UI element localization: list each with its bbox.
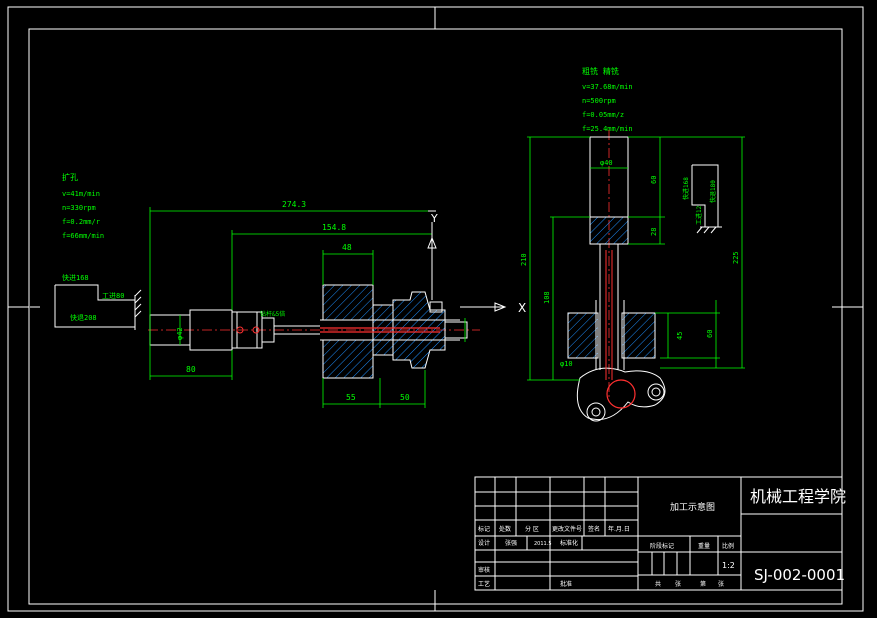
tb-row-label-3: 更改文件号 [552, 525, 582, 533]
tb-design-0: 设计 [478, 539, 490, 547]
left-motion-diagram [54, 284, 142, 330]
spindle-mark-2 [252, 326, 260, 334]
dim-total: 274.3 [282, 200, 306, 209]
right-process-title: 粗铣 精铣 [582, 66, 619, 76]
right-fast-back: 快退180 [709, 180, 717, 203]
right-dimensions [527, 136, 745, 381]
right-param-1: n=500rpm [582, 97, 616, 105]
left-process-title: 扩孔 [62, 172, 78, 182]
dim-phi42: φ42 [176, 327, 184, 340]
dim-45: 45 [676, 332, 684, 340]
dim-210: 210 [520, 253, 528, 266]
right-param-2: f=0.05mm/z [582, 111, 624, 119]
tb-process: 工艺 [478, 580, 490, 588]
dim-60: 60 [650, 176, 658, 184]
axis-x: X [518, 301, 526, 315]
tb-design-3: 标准化 [560, 539, 578, 547]
tb-stage-1: 重量 [698, 542, 710, 550]
tb-design-1: 张强 [505, 539, 517, 547]
axes [427, 210, 507, 312]
left-param-1: n=330rpm [62, 204, 96, 212]
dim-phi10: φ10 [560, 360, 573, 368]
tb-sheet-3: 张 [718, 580, 724, 588]
dim-55: 55 [346, 393, 356, 402]
work-circle-red [606, 379, 636, 409]
left-work-in: 工进80 [102, 292, 124, 300]
right-fast-in: 快进168 [682, 177, 690, 200]
right-param-3: f=25.4mm/min [582, 125, 633, 133]
tb-stage-2: 比例 [722, 542, 734, 550]
dim-108: 108 [543, 291, 551, 304]
dim-50: 50 [400, 393, 410, 402]
left-param-0: v=41m/min [62, 190, 100, 198]
milling-head [567, 136, 666, 422]
tb-sheet-2: 第 [700, 580, 706, 588]
dim-second: 154.8 [322, 223, 346, 232]
tb-row-label-4: 签名 [588, 525, 600, 533]
left-fast-in: 快进168 [62, 273, 89, 282]
dim-225: 225 [732, 251, 740, 264]
right-param-0: v=37.68m/min [582, 83, 633, 91]
dim-48: 48 [342, 243, 352, 252]
fixture [320, 284, 468, 379]
dim-28: 28 [650, 228, 658, 236]
spindle-mark [236, 326, 244, 334]
tb-check: 审核 [478, 566, 490, 574]
axis-y: Y [430, 212, 438, 225]
tb-school: 机械工程学院 [750, 487, 846, 506]
tb-row-label-0: 标记 [478, 525, 490, 533]
tb-stage-0: 阶段标记 [650, 542, 674, 550]
left-param-3: f=66mm/min [62, 232, 104, 240]
dim-phi40: φ40 [600, 159, 613, 167]
tb-drawing-no: SJ-002-0001 [754, 566, 845, 584]
left-dimensions [149, 207, 466, 408]
dim-80: 80 [186, 365, 196, 374]
left-fast-back: 快退208 [70, 313, 97, 322]
centering-marks [8, 7, 863, 611]
tb-sheet-0: 共 [655, 580, 661, 588]
right-motion-diagram [691, 164, 722, 234]
drill-label: 钻杆&5倍 [260, 310, 285, 318]
spindle [149, 309, 320, 351]
tb-sheet-1: 张 [675, 580, 681, 588]
tb-row-label-5: 年.月.日 [608, 525, 630, 533]
tb-scale: 1:2 [722, 561, 735, 570]
left-param-2: f=0.2mm/r [62, 218, 100, 226]
tb-drawing-name: 加工示意图 [670, 501, 715, 513]
tb-approve: 批准 [560, 580, 572, 588]
right-work-in: 工进12 [695, 205, 703, 225]
tb-design-2: 2011.5 [534, 541, 552, 547]
dim-60b: 60 [706, 330, 714, 338]
tb-row-label-1: 处数 [499, 525, 511, 533]
tb-row-label-2: 分 区 [525, 525, 539, 533]
title-block [474, 476, 843, 591]
